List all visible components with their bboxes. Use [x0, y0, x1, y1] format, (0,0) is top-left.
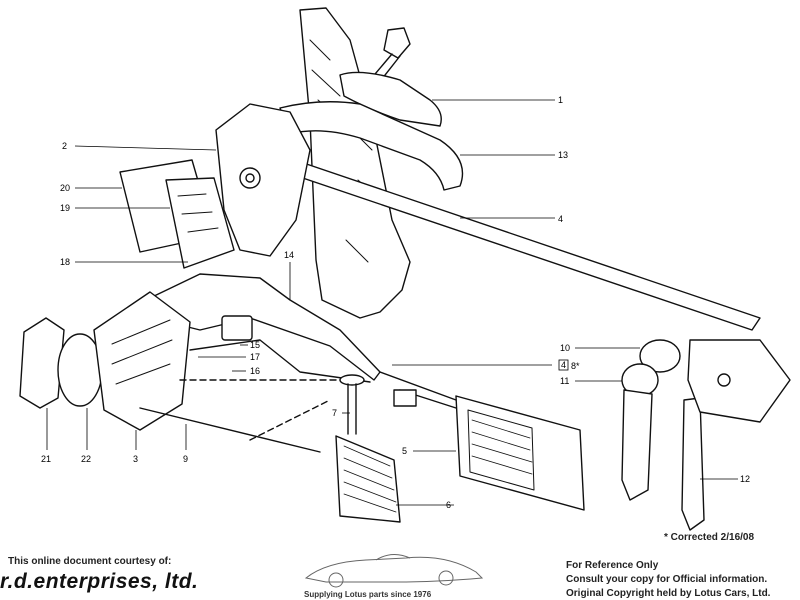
lever-12	[681, 397, 705, 531]
callout-21: 21	[41, 454, 51, 464]
callout-9: 9	[183, 454, 188, 464]
knob-10	[639, 339, 681, 373]
tray-5	[455, 395, 585, 511]
callout-5: 5	[402, 446, 407, 456]
striker-hatch	[177, 193, 219, 233]
latch-pivot-inner	[245, 173, 255, 183]
tray-5-inner	[467, 409, 535, 491]
callout-17: 17	[250, 352, 260, 362]
ref-box-number: 4	[561, 360, 566, 370]
ref-label: 8*	[571, 361, 580, 371]
lever-11	[621, 389, 653, 501]
end-fitting	[687, 339, 791, 423]
tagline: Supplying Lotus parts since 1976	[304, 590, 432, 599]
cable-clip	[393, 389, 417, 407]
cable	[379, 371, 457, 409]
connecting-link	[189, 339, 371, 383]
callout-12: 12	[740, 474, 750, 484]
callout-19: 19	[60, 203, 70, 213]
callout-7: 7	[332, 408, 337, 418]
callout-20: 20	[60, 183, 70, 193]
courtesy-text: This online document courtesy of:	[8, 556, 172, 567]
callout-1: 1	[558, 95, 563, 105]
reference-line-3: Original Copyright held by Lotus Cars, L…	[566, 588, 771, 599]
callout-18: 18	[60, 257, 70, 267]
callout-22: 22	[81, 454, 91, 464]
leader-lines	[46, 99, 738, 506]
latch-pivot	[239, 167, 261, 189]
reflector-6	[335, 435, 401, 523]
latch-assembly	[215, 103, 311, 257]
escutcheon	[19, 317, 65, 409]
knob-stem	[347, 383, 357, 435]
door-panel	[299, 7, 411, 319]
clip-15	[221, 315, 253, 341]
tray-5-hatch	[471, 419, 533, 475]
ref-box	[558, 359, 569, 371]
remote-hatch	[111, 319, 173, 385]
callout-15: 15	[250, 340, 260, 350]
reflector-6-grid	[343, 445, 397, 513]
callout-6: 6	[446, 500, 451, 510]
end-fitting-hole	[717, 373, 731, 387]
lotus-car-logo	[304, 554, 484, 588]
exploded-parts-drawing	[19, 7, 791, 531]
knob-top	[339, 374, 365, 386]
brand-name[interactable]: r.d.enterprises, ltd.	[0, 570, 199, 593]
callout-10: 10	[560, 343, 570, 353]
reference-line-1: For Reference Only	[566, 560, 659, 571]
callout-4: 4	[558, 214, 563, 224]
callout-2: 2	[62, 141, 67, 151]
interior-mechanism	[149, 273, 381, 381]
lock-barrel	[383, 27, 411, 59]
dashed-link	[179, 379, 361, 441]
callout-3: 3	[133, 454, 138, 464]
striker-bracket	[165, 177, 235, 269]
callout-16: 16	[250, 366, 260, 376]
callout-11: 11	[560, 376, 569, 386]
rod-9	[139, 407, 321, 453]
corrected-note: * Corrected 2/16/08	[664, 532, 755, 543]
reference-line-2: Consult your copy for Official informati…	[566, 574, 768, 585]
pull-handle	[279, 101, 464, 191]
callout-13: 13	[558, 150, 568, 160]
callout-labels: 1 2 4 13 20 19 18 14 15 17 16 10 11 7 5 …	[41, 95, 750, 510]
callout-14: 14	[284, 250, 294, 260]
remote-housing	[93, 291, 191, 431]
